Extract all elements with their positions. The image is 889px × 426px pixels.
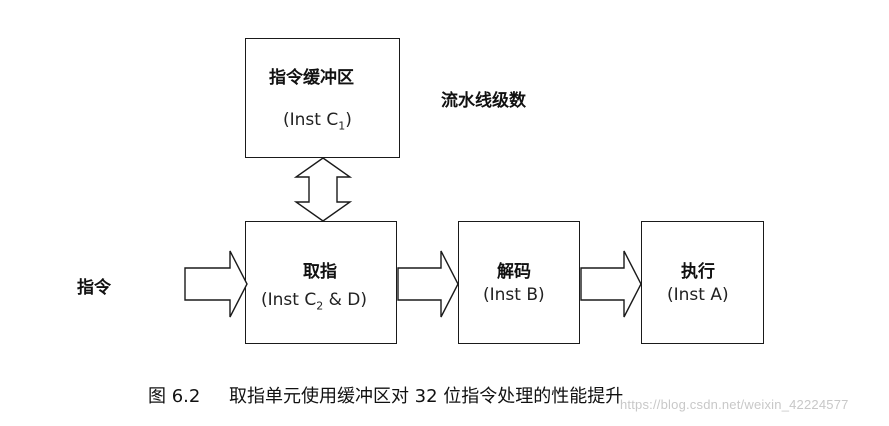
execute-title: 执行 bbox=[681, 262, 715, 282]
buffer-inst-main: (Inst C bbox=[283, 110, 339, 130]
fetch-inst-main: (Inst C bbox=[261, 290, 317, 310]
fetch-inst-sub: 2 bbox=[316, 299, 324, 313]
instruction-buffer-box bbox=[245, 38, 400, 158]
buffer-inst: (Inst C1) bbox=[283, 110, 352, 132]
fetch-inst-rest: & D) bbox=[323, 290, 368, 310]
buffer-inst-close: ) bbox=[345, 110, 352, 130]
decode-inst: (Inst B) bbox=[483, 285, 545, 305]
figure-caption: 图 6.2 取指单元使用缓冲区对 32 位指令处理的性能提升 bbox=[148, 386, 624, 407]
decode-stage-box bbox=[458, 221, 580, 344]
input-instruction-label: 指令 bbox=[77, 278, 111, 298]
buffer-fetch-double-arrow bbox=[293, 157, 353, 222]
fetch-stage-box bbox=[245, 221, 397, 344]
execute-inst: (Inst A) bbox=[667, 285, 729, 305]
fetch-inst: (Inst C2 & D) bbox=[261, 290, 367, 312]
input-arrow bbox=[184, 250, 248, 318]
fetch-to-decode-arrow bbox=[397, 250, 459, 318]
execute-stage-box bbox=[641, 221, 764, 344]
buffer-inst-sub: 1 bbox=[338, 119, 346, 133]
fetch-title: 取指 bbox=[303, 262, 337, 282]
decode-title: 解码 bbox=[497, 262, 531, 282]
decode-to-execute-arrow bbox=[580, 250, 642, 318]
watermark-url: https://blog.csdn.net/weixin_42224577 bbox=[620, 397, 849, 412]
buffer-title: 指令缓冲区 bbox=[269, 68, 354, 88]
pipeline-stages-label: 流水线级数 bbox=[441, 91, 526, 111]
